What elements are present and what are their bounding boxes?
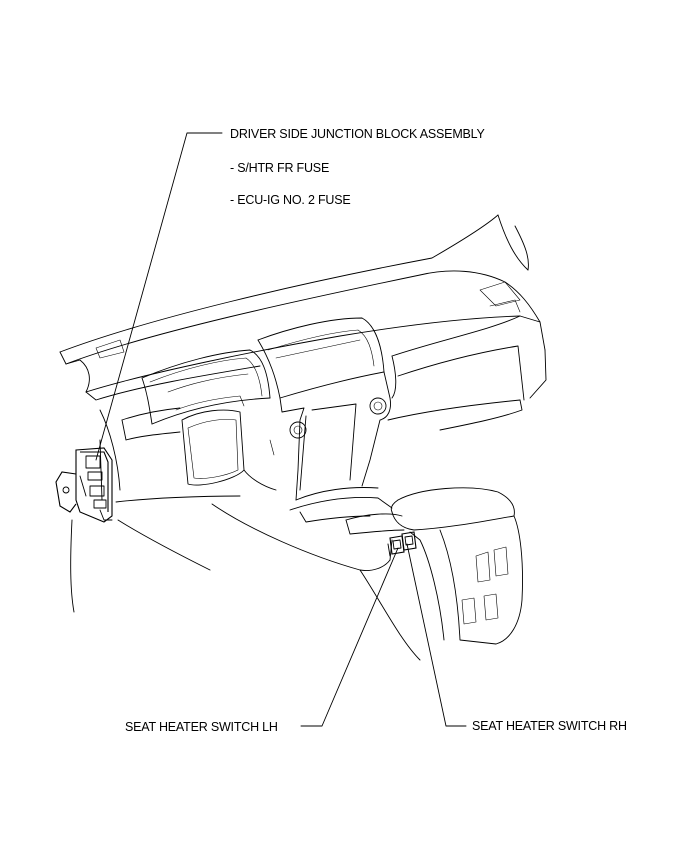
leader-lines	[95, 132, 467, 727]
junction-block-label: DRIVER SIDE JUNCTION BLOCK ASSEMBLY	[230, 127, 485, 141]
rear-console	[390, 487, 523, 645]
steering-column	[181, 409, 277, 491]
seat-heater-switch-rh-label: SEAT HEATER SWITCH RH	[472, 719, 627, 733]
passenger-dash	[387, 315, 547, 431]
seat-heater-switch-lh-label: SEAT HEATER SWITCH LH	[125, 720, 278, 734]
leader-junction-block	[95, 132, 223, 461]
ecu-ig-fuse-label: - ECU-IG NO. 2 FUSE	[230, 193, 351, 207]
leader-switch-rh	[406, 543, 467, 727]
center-stack	[257, 317, 391, 501]
shtr-fuse-label: - S/HTR FR FUSE	[230, 161, 330, 175]
windshield-outline	[59, 214, 529, 365]
junction-block-component	[55, 447, 113, 523]
lower-dash-left	[85, 365, 275, 503]
floor-console	[211, 487, 421, 661]
leader-switch-lh	[300, 547, 399, 727]
dashboard-top	[65, 270, 546, 393]
instrument-cluster	[141, 349, 271, 425]
seat-heater-switches-component	[387, 531, 417, 557]
left-pillar	[70, 519, 211, 613]
